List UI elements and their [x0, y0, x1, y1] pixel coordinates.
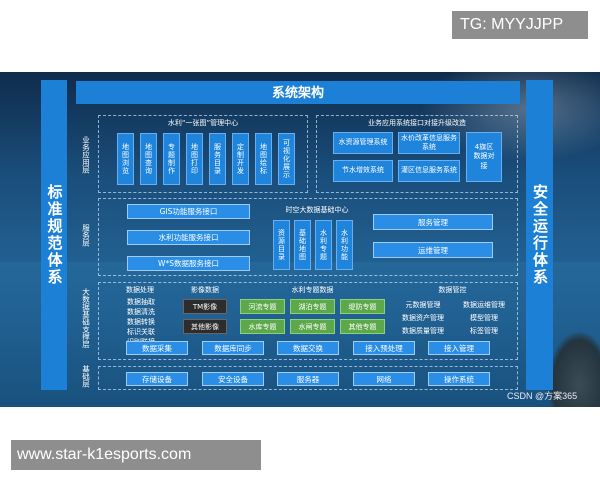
data-pipeline-item: 接入管理 [428, 341, 490, 355]
service-section [98, 198, 518, 276]
imagery-title: 影像数据 [191, 286, 219, 294]
integration-item: 灌区信息服务系统 [398, 160, 460, 182]
governance-item: 元数据管理 [405, 301, 441, 309]
imagery-item: 其他影像 [183, 319, 227, 334]
integration-item: 节水增效系统 [333, 160, 393, 182]
watermark: CSDN @方案365 [507, 391, 578, 401]
data-pipeline-item: 接入预处理 [353, 341, 415, 355]
infra-item: 安全设备 [202, 372, 264, 386]
top-corner-label: TG: MYYJJPP [452, 11, 588, 39]
one-map-item: 可视化展示 [278, 133, 295, 185]
thematic-title: 水利专题数据 [291, 286, 334, 294]
one-map-title: 水利“一张图”管理中心 [167, 119, 239, 127]
infra-item: 网络 [353, 372, 415, 386]
gis-service-interface: GIS功能服务接口 [127, 204, 250, 219]
spatial-center-item: 水利功能 [336, 220, 353, 270]
imagery-item: TM影像 [183, 299, 227, 314]
data-processing-title: 数据处理 [126, 286, 154, 294]
diagram-title: 系统架构 [76, 81, 520, 104]
infra-section [98, 366, 518, 390]
governance-item: 数据资产管理 [402, 314, 444, 322]
governance-item: 模型管理 [470, 314, 498, 322]
data-section [98, 282, 518, 360]
thematic-item: 水库专题 [240, 319, 285, 334]
security-operations-bar: 安全运行体系 [526, 80, 553, 390]
data-processing-item: 数据抽取 [127, 298, 155, 306]
thematic-item: 堤防专题 [340, 299, 385, 314]
layer-label-infra: 基础层 [81, 364, 91, 388]
thematic-item: 水闸专题 [290, 319, 335, 334]
ws-data-interface: W*S数据服务接口 [127, 256, 250, 271]
data-pipeline-item: 数据库同步 [202, 341, 264, 355]
one-map-section [98, 115, 308, 193]
ops-management: 运维管理 [373, 242, 493, 258]
spatial-center-title: 时空大数据基础中心 [285, 206, 349, 214]
spatial-center-item: 水利专题 [315, 220, 332, 270]
data-processing-item: 数据清洗 [127, 308, 155, 316]
infra-item: 服务器 [277, 372, 339, 386]
bottom-url-label: www.star-k1esports.com [11, 440, 261, 470]
one-map-item: 地图浏览 [117, 133, 134, 185]
integration-item: 水价改革信息服务系统 [398, 132, 460, 154]
data-pipeline-item: 数据采集 [126, 341, 188, 355]
integration-title: 业务应用系统接口对接升级改造 [368, 119, 466, 127]
integration-item: 水资源管理系统 [333, 132, 393, 154]
water-service-interface: 水利功能服务接口 [127, 230, 250, 245]
one-map-item: 地图绘标 [255, 133, 272, 185]
layer-label-service: 服务层 [81, 223, 91, 247]
layer-label-business: 业务应用层 [81, 136, 91, 174]
governance-item: 数据质量管理 [402, 327, 444, 335]
integration-item: 4旗区数据对接 [466, 132, 502, 182]
thematic-item: 湖泊专题 [290, 299, 335, 314]
service-management: 服务管理 [373, 214, 493, 230]
one-map-item: 地图查询 [140, 133, 157, 185]
rocks-background [548, 332, 600, 407]
thematic-item: 其他专题 [340, 319, 385, 334]
one-map-item: 定制开发 [232, 133, 249, 185]
governance-item: 标签管理 [470, 327, 498, 335]
integration-section [316, 115, 518, 193]
thematic-item: 河流专题 [240, 299, 285, 314]
infra-item: 存储设备 [126, 372, 188, 386]
spatial-center-item: 基础地图 [294, 220, 311, 270]
governance-title: 数据管控 [438, 286, 467, 294]
one-map-item: 地图打印 [186, 133, 203, 185]
one-map-item: 专题制作 [163, 133, 180, 185]
layer-label-data: 大数据基础支撑层 [81, 288, 91, 348]
one-map-item: 服务目录 [209, 133, 226, 185]
standards-system-bar: 标准规范体系 [41, 80, 67, 390]
data-processing-item: 标识关联 [127, 328, 155, 336]
governance-item: 数据运维管理 [463, 301, 505, 309]
infra-item: 操作系统 [428, 372, 490, 386]
data-pipeline-item: 数据交换 [277, 341, 339, 355]
spatial-center-item: 资源目录 [273, 220, 290, 270]
data-processing-item: 数据转换 [127, 318, 155, 326]
